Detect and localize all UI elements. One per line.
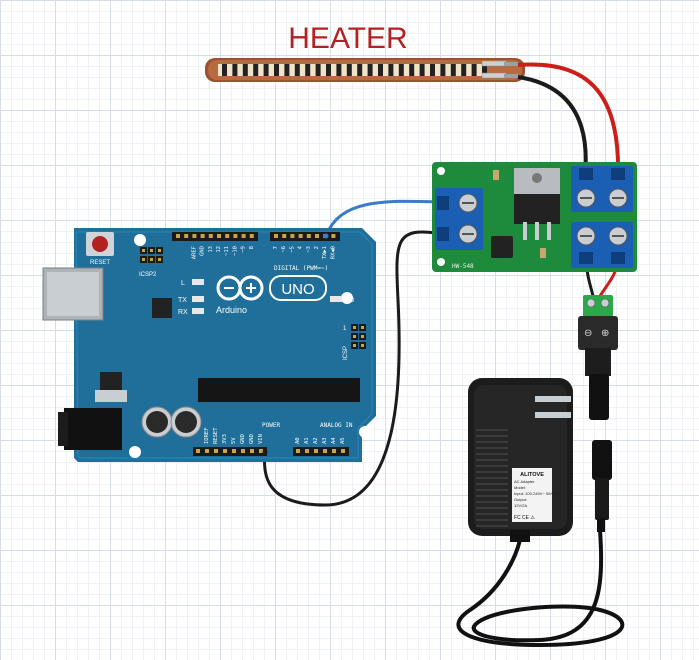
arduino-on-label: ON <box>345 298 354 304</box>
power-pin-label: A0 <box>295 437 301 444</box>
arduino-icsp2-label: ICSP2 <box>139 272 157 278</box>
digital-pin-label: 7 <box>273 246 279 249</box>
heater-black-wire <box>517 75 588 176</box>
power-pin-label: A3 <box>322 437 328 444</box>
dc-jack <box>578 295 618 420</box>
heater-red-wire <box>517 62 621 176</box>
power-pin-label: RESET <box>213 427 219 444</box>
arduino-uno-label: UNO <box>281 281 314 298</box>
power-pin-label: A4 <box>331 437 337 444</box>
adapter-brand: ALITOVE <box>520 472 544 478</box>
heater-label: HEATER <box>288 22 407 55</box>
power-pin-label: 3V3 <box>222 434 228 444</box>
arduino-digital-label: DIGITAL (PWM=~) <box>274 265 328 272</box>
mosfet-module <box>432 162 637 272</box>
ground-black-wire <box>262 230 443 507</box>
digital-pin-label: 13 <box>208 246 214 253</box>
dc-jack-minus-label: ⊖ <box>584 328 592 339</box>
digital-pin-label: ~11 <box>224 246 230 256</box>
power-pin-label: VIN <box>258 434 264 444</box>
power-pin-label: 5V <box>231 437 237 444</box>
arduino-led-l-label: L <box>181 280 185 287</box>
power-pin-label: GND <box>240 434 246 444</box>
digital-pin-label: TX▶1 <box>322 246 328 259</box>
adapter-label-line: 12V/2A <box>514 503 527 508</box>
mosfet-module-label: HW-548 <box>452 263 474 270</box>
arduino-board <box>42 228 376 462</box>
power-pin-label: A2 <box>313 437 319 444</box>
digital-pin-label: ~5 <box>289 246 295 253</box>
digital-pin-label: AREF <box>191 246 197 259</box>
signal-blue-wire <box>324 199 443 237</box>
digital-pin-label: ~6 <box>281 246 287 253</box>
power-pin-label: A5 <box>340 437 346 444</box>
digital-pin-label: ~9 <box>241 246 247 253</box>
gnd-wire-end <box>262 449 268 455</box>
power-pin-label: GND <box>249 434 255 444</box>
arduino-icsp-pin1-label: 1 <box>343 326 347 332</box>
arduino-brand-label: Arduino <box>216 305 247 315</box>
arduino-icsp-label: ICSP <box>343 346 349 360</box>
digital-pin-label: 2 <box>314 246 320 249</box>
digital-pin-label: ~10 <box>232 246 238 256</box>
arduino-reset-label: RESET <box>90 260 110 266</box>
digital-pin-label: 8 <box>249 246 255 249</box>
digital-pin-label: 4 <box>298 245 304 249</box>
digital-pin-label: 12 <box>216 246 222 253</box>
adapter-label-line: AC Adapter <box>514 479 535 484</box>
arduino-led-rx-label: RX <box>178 309 188 316</box>
pin2-wire-end <box>323 233 329 239</box>
digital-pin-label: RX◀0 <box>330 246 336 259</box>
adapter-label-line: Input: 100-240V~ 50/60Hz <box>514 491 561 496</box>
arduino-power-label: POWER <box>262 422 280 429</box>
power-pin-label: A1 <box>304 437 310 444</box>
adapter <box>468 378 612 542</box>
arduino-led-tx-label: TX <box>178 297 187 304</box>
dc-jack-plus-label: ⊕ <box>601 328 609 339</box>
power-pin-label: IOREF <box>204 427 210 444</box>
arduino-analog-label: ANALOG IN <box>320 422 353 429</box>
digital-pin-label: ~3 <box>306 246 312 253</box>
digital-pin-label: GND <box>200 246 206 256</box>
adapter-cert: FC CE ⚠ <box>514 515 535 521</box>
adapter-label-line: Output: <box>514 497 527 502</box>
heater-element <box>205 58 525 82</box>
adapter-cable <box>456 529 625 648</box>
adapter-label-line: Model: <box>514 485 526 490</box>
